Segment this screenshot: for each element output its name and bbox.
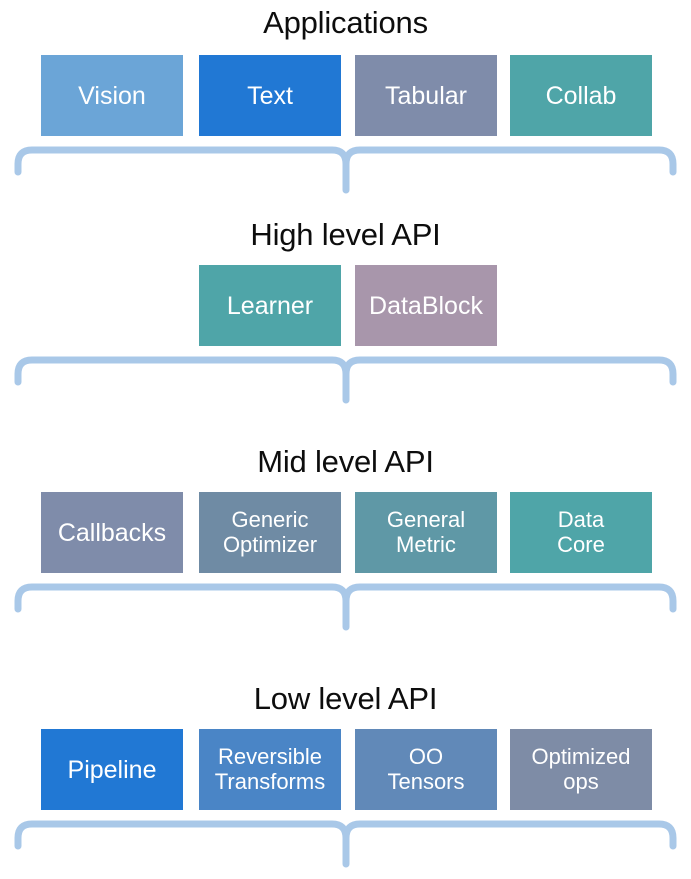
component-box[interactable]: Text	[199, 55, 341, 136]
group-brace-1	[0, 356, 691, 412]
component-box[interactable]: General Metric	[355, 492, 497, 573]
component-box[interactable]: Callbacks	[41, 492, 183, 573]
component-box[interactable]: Learner	[199, 265, 341, 346]
brace-shape	[14, 583, 677, 631]
section-title-high-level-api: High level API	[250, 217, 441, 252]
component-box[interactable]: Reversible Transforms	[199, 729, 341, 810]
group-brace-0	[0, 146, 691, 202]
component-box[interactable]: Collab	[510, 55, 652, 136]
component-box[interactable]: Optimized ops	[510, 729, 652, 810]
component-box[interactable]: Pipeline	[41, 729, 183, 810]
component-box[interactable]: OO Tensors	[355, 729, 497, 810]
component-box[interactable]: Data Core	[510, 492, 652, 573]
brace-shape	[14, 820, 677, 868]
component-box[interactable]: DataBlock	[355, 265, 497, 346]
group-brace-2	[0, 583, 691, 639]
section-title-mid-level-api: Mid level API	[257, 444, 434, 479]
brace-shape	[14, 356, 677, 404]
component-box[interactable]: Generic Optimizer	[199, 492, 341, 573]
group-brace-3	[0, 820, 691, 876]
brace-shape	[14, 146, 677, 194]
section-title-applications: Applications	[263, 5, 428, 40]
section-title-low-level-api: Low level API	[253, 681, 438, 716]
component-box[interactable]: Tabular	[355, 55, 497, 136]
component-box[interactable]: Vision	[41, 55, 183, 136]
